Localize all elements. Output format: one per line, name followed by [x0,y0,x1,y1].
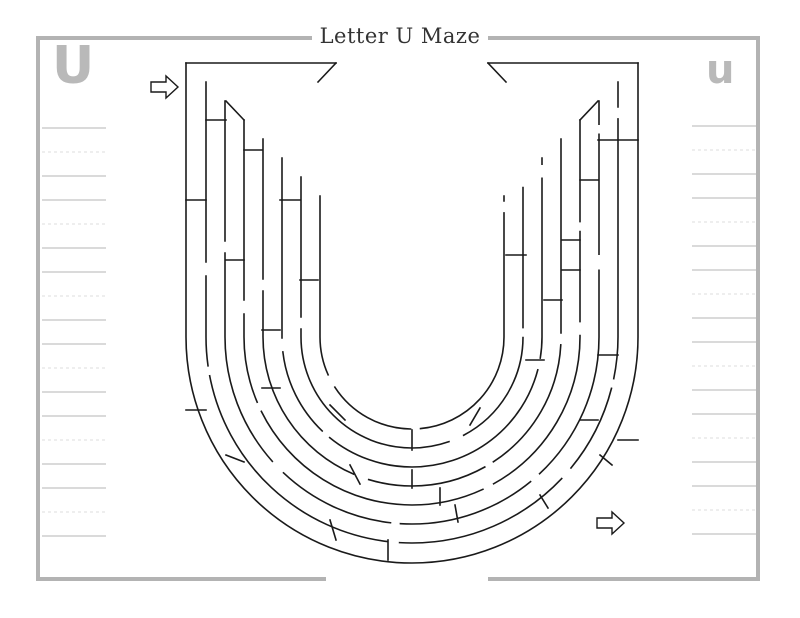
maze-wall [348,463,362,486]
maze[interactable] [185,61,639,564]
maze-wall [224,453,246,464]
maze-ring [319,195,505,430]
maze-ring [281,157,543,468]
maze-ring [300,176,524,449]
maze-ring [185,62,639,564]
maze-wall [454,504,459,523]
uppercase-letter: U [52,36,95,96]
maze-ring [205,81,619,544]
maze-ring [224,100,600,525]
maze-wall [328,403,347,422]
start-arrow-icon [150,74,180,100]
finish-arrow-icon [596,510,626,536]
lowercase-letter: u [706,47,735,93]
maze-wall [538,493,550,510]
maze-walls [185,119,639,561]
maze-wall [329,519,337,541]
maze-wall [468,406,482,427]
maze-wall [598,453,614,467]
maze-ring [243,119,581,506]
handwriting-guides-left [42,127,106,537]
worksheet-frame [36,36,760,581]
maze-bevel [224,61,600,122]
handwriting-guides-right [692,125,756,535]
maze-title: Letter U Maze [312,22,488,50]
